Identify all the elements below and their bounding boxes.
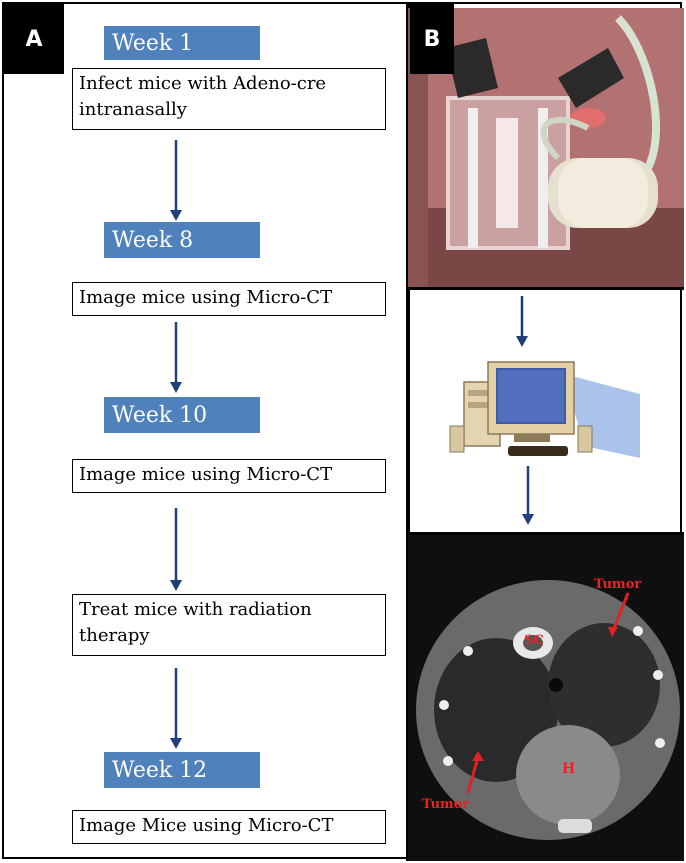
week-12-label: Week 12 [104, 752, 260, 788]
heart-label: H [562, 761, 576, 777]
lab-photo [408, 8, 684, 290]
flow-arrow-b1 [516, 296, 528, 347]
micro-ct-scanner-illustration [408, 8, 684, 287]
flow-arrow-4 [170, 668, 182, 749]
panel-b-tag: B [410, 4, 454, 74]
ct-cross-section [408, 535, 684, 861]
week-8-label: Week 8 [104, 222, 260, 258]
week-1-label: Week 1 [104, 26, 260, 60]
tumor-label-top: Tumor [594, 577, 642, 592]
spinal-cord-label: SC [524, 633, 544, 648]
week-10-label: Week 10 [104, 397, 260, 433]
panel-divider [406, 4, 410, 861]
tumor-label-bottom: Tumor [422, 797, 470, 812]
flow-arrow-1 [170, 140, 182, 221]
step-image-box-2: Image mice using Micro-CT [72, 459, 386, 493]
step-radiation-box: Treat mice with radiation therapy [72, 594, 386, 656]
step-image-box-3: Image Mice using Micro-CT [72, 810, 386, 844]
flow-arrow-3 [170, 508, 182, 591]
ct-scan-image: Tumor SC H Tumor [408, 532, 684, 861]
flow-arrow-b2 [522, 466, 534, 525]
step-infect-box: Infect mice with Adeno-cre intranasally [72, 68, 386, 130]
panel-a-tag: A [4, 4, 64, 74]
step-image-box-1: Image mice using Micro-CT [72, 282, 386, 316]
flow-arrow-2 [170, 322, 182, 393]
computer-icon [449, 361, 640, 458]
